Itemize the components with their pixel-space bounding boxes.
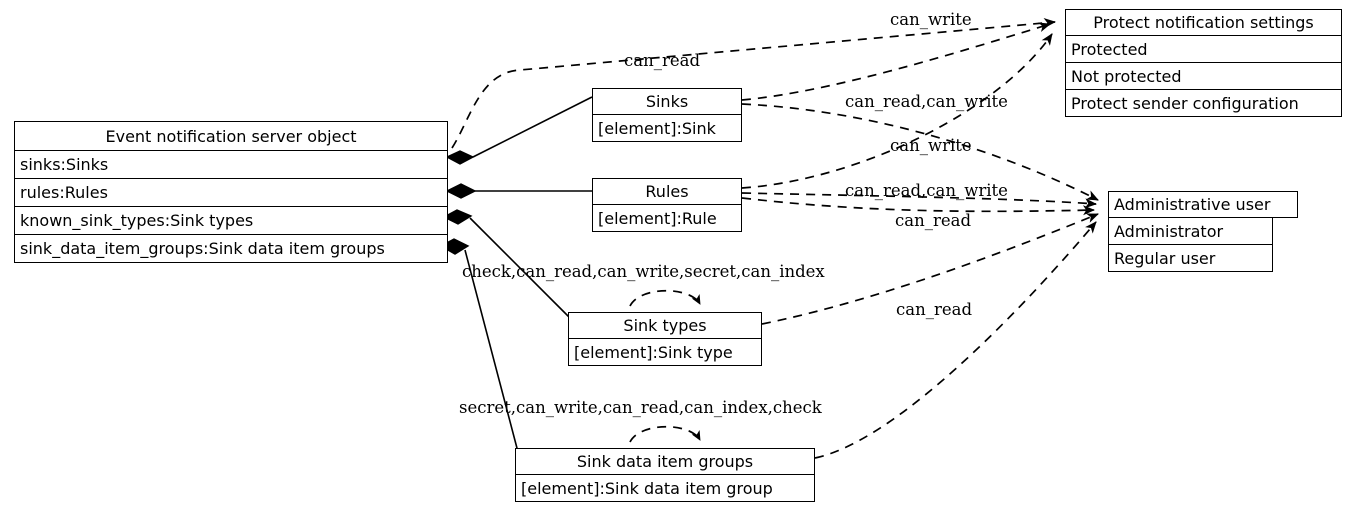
composition-sinks — [445, 96, 593, 165]
class-sinks[interactable]: Sinks [element]:Sink — [592, 88, 742, 142]
attribute-sink-data-item-groups: sink_data_item_groups:Sink data item gro… — [14, 235, 448, 263]
class-header-protect-notification-settings: Protect notification settings — [1065, 9, 1342, 36]
attribute-sinks-element: [element]:Sink — [592, 115, 742, 142]
edge-label-can-read-can-write-rules: can_read,can_write — [845, 181, 1008, 200]
attribute-regular-user: Regular user — [1108, 245, 1273, 272]
class-header-server: Event notification server object — [14, 121, 448, 151]
composition-rules — [445, 183, 592, 199]
attribute-not-protected: Not protected — [1065, 63, 1342, 90]
attribute-protect-sender-configuration: Protect sender configuration — [1065, 90, 1342, 117]
attribute-known-sink-types: known_sink_types:Sink types — [14, 207, 448, 235]
class-event-notification-server-object[interactable]: Event notification server object sinks:S… — [14, 121, 448, 263]
class-rules[interactable]: Rules [element]:Rule — [592, 178, 742, 232]
attribute-sink-types-element: [element]:Sink type — [568, 339, 762, 366]
class-protect-notification-settings[interactable]: Protect notification settings Protected … — [1065, 9, 1342, 117]
class-header-sinks: Sinks — [592, 88, 742, 115]
attribute-sinks: sinks:Sinks — [14, 151, 448, 179]
edge-label-sink-groups-permissions: secret,can_write,can_read,can_index,chec… — [459, 398, 822, 417]
composition-sink-types — [442, 209, 571, 319]
attribute-rules-element: [element]:Rule — [592, 205, 742, 232]
edge-label-can-write-mid: can_write — [890, 136, 972, 155]
edge-label-can-read-sink-types: can_read — [896, 300, 973, 319]
class-sink-data-item-groups[interactable]: Sink data item groups [element]:Sink dat… — [515, 448, 815, 502]
edge-label-can-read-top: can_read — [624, 51, 701, 70]
class-header-administrative-user: Administrative user — [1108, 191, 1298, 218]
class-header-sink-types: Sink types — [568, 312, 762, 339]
edge-label-can-write-top: can_write — [890, 10, 972, 29]
class-header-sink-data-item-groups: Sink data item groups — [515, 448, 815, 475]
class-administrative-user[interactable]: Administrative user Administrator Regula… — [1108, 191, 1298, 272]
class-sink-types[interactable]: Sink types [element]:Sink type — [568, 312, 762, 366]
attribute-sink-data-item-groups-element: [element]:Sink data item group — [515, 475, 815, 502]
attribute-administrator: Administrator — [1108, 218, 1273, 245]
attribute-rules: rules:Rules — [14, 179, 448, 207]
edge-label-sink-types-permissions: check,can_read,can_write,secret,can_inde… — [462, 262, 825, 281]
class-header-rules: Rules — [592, 178, 742, 205]
edge-label-can-read-can-write-sinks: can_read,can_write — [845, 92, 1008, 111]
edge-label-can-read-rules: can_read — [895, 211, 972, 230]
attribute-protected: Protected — [1065, 36, 1342, 63]
